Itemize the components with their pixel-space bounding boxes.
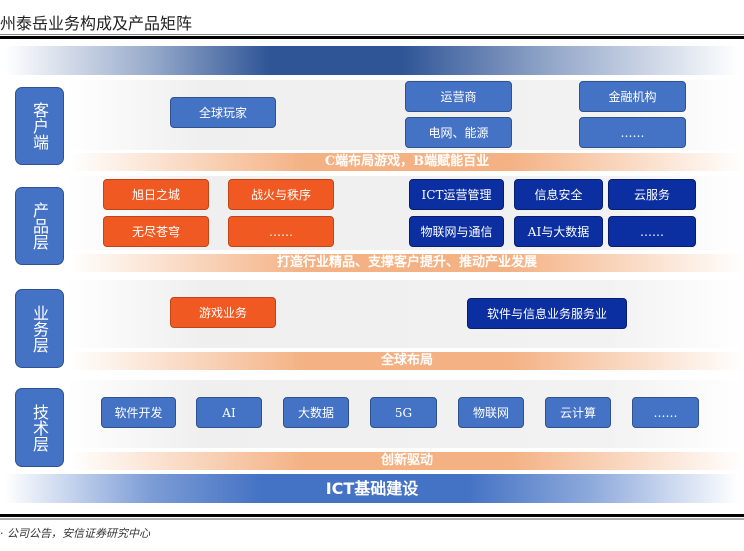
layer-label-business: 业务层 <box>15 289 64 368</box>
source-note: · 公司公告，安信证券研究中心 <box>0 527 150 540</box>
layer-label-text: 客户端 <box>30 102 49 150</box>
box-ict-ops: ICT运营管理 <box>409 179 504 210</box>
band-client: C端布局游戏，B端赋能百业 <box>70 153 744 171</box>
tech-item: 5G <box>370 397 437 428</box>
box-grid-energy: 电网、能源 <box>405 117 512 148</box>
box-ict-more: …… <box>608 216 696 247</box>
box-security: 信息安全 <box>514 179 603 210</box>
box-cloud: 云服务 <box>608 179 696 210</box>
divider <box>0 34 744 35</box>
box-ai-bigdata: AI与大数据 <box>514 216 603 247</box>
layer-label-product: 产品层 <box>15 187 64 265</box>
box-game-business: 游戏业务 <box>170 297 276 328</box>
box-more: …… <box>579 117 686 148</box>
tech-item: AI <box>196 397 262 428</box>
divider <box>0 514 744 517</box>
band-tech: 创新驱动 <box>70 452 744 470</box>
box-game-1: 旭日之城 <box>103 179 209 210</box>
box-global-players: 全球玩家 <box>170 97 276 128</box>
box-game-2: 战火与秩序 <box>228 179 334 210</box>
layer-label-tech: 技术层 <box>15 388 64 467</box>
layer-label-text: 技术层 <box>30 403 49 452</box>
tech-item: 云计算 <box>545 397 611 428</box>
box-iot: 物联网与通信 <box>409 216 504 247</box>
tech-item: …… <box>632 397 699 428</box>
band-product: 打造行业精品、支撑客户提升、推动产业发展 <box>70 254 744 272</box>
page-title: 州泰岳业务构成及产品矩阵 <box>0 14 193 33</box>
box-operators: 运营商 <box>405 81 512 112</box>
box-game-3: 无尽苍穹 <box>103 216 209 247</box>
box-game-more: …… <box>228 216 334 247</box>
tech-item: 软件开发 <box>101 397 176 428</box>
foundation-bar: ICT基础建设 <box>5 474 739 503</box>
box-finance: 金融机构 <box>579 81 686 112</box>
box-software-business: 软件与信息业务服务业 <box>467 298 627 329</box>
divider <box>0 36 744 39</box>
divider <box>0 518 744 520</box>
layer-label-text: 产品层 <box>30 202 49 250</box>
layer-label-text: 业务层 <box>30 304 49 353</box>
business-row-bg <box>65 280 744 348</box>
tech-item: 大数据 <box>283 397 349 428</box>
tech-item: 物联网 <box>458 397 524 428</box>
top-gradient-bar <box>5 46 739 75</box>
band-business: 全球布局 <box>70 352 744 370</box>
layer-label-client: 客户端 <box>15 87 64 165</box>
